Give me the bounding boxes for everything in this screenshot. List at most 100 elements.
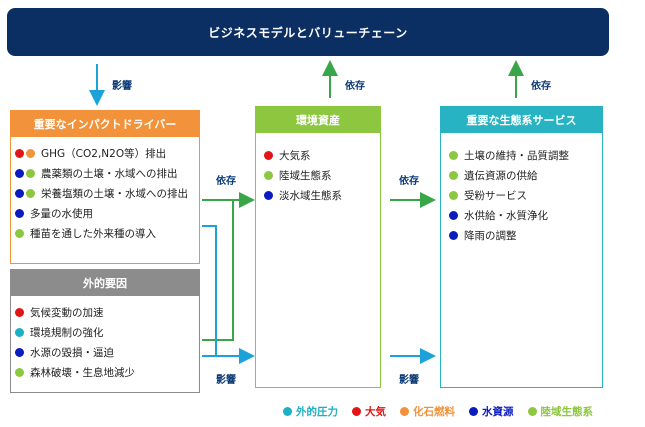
water-dot-icon xyxy=(264,190,273,200)
category-dots xyxy=(15,327,26,337)
list-item: 遺伝資源の供給 xyxy=(449,165,596,185)
water-dot-icon xyxy=(469,407,478,416)
category-dots xyxy=(449,230,460,240)
environmental-assets-list: 大気系陸域生態系淡水域生態系 xyxy=(256,133,380,205)
label-impact-bottom-right: 影響 xyxy=(399,375,419,386)
fossil-dot-icon xyxy=(400,407,409,416)
ecosystem-services-list: 土壌の維持・品質調整遺伝資源の供給受粉サービス水供給・水質浄化降雨の調整 xyxy=(441,133,602,245)
list-item: 種苗を通した外来種の導入 xyxy=(15,223,193,243)
item-label: 淡水域生態系 xyxy=(279,189,342,202)
list-item: 水供給・水質浄化 xyxy=(449,205,596,225)
water-dot-icon xyxy=(449,230,458,240)
list-item: 栄養塩類の土壌・水域への排出 xyxy=(15,183,193,203)
item-label: 遺伝資源の供給 xyxy=(464,169,538,182)
terrestrial-dot-icon xyxy=(15,228,24,238)
category-dots xyxy=(449,170,460,180)
category-dots xyxy=(15,168,37,178)
water-dot-icon xyxy=(15,168,24,178)
item-label: 陸域生態系 xyxy=(279,169,332,182)
item-label: 水源の毀損・逼迫 xyxy=(30,346,114,359)
label-depend-assets-services: 依存 xyxy=(399,176,419,187)
legend-item: 水資源 xyxy=(469,404,514,419)
list-item: 淡水域生態系 xyxy=(264,185,374,205)
legend-item: 外的圧力 xyxy=(283,404,338,419)
atmosphere-dot-icon xyxy=(15,148,24,158)
fossil-dot-icon xyxy=(26,148,35,158)
water-dot-icon xyxy=(15,208,24,218)
label-impact-top: 影響 xyxy=(112,81,132,92)
category-dots xyxy=(15,208,26,218)
environmental-assets-title: 環境資産 xyxy=(256,107,380,133)
water-dot-icon xyxy=(449,210,458,220)
item-label: 大気系 xyxy=(279,149,311,162)
label-depend-assets-up: 依存 xyxy=(345,81,365,92)
label-depend-drivers: 依存 xyxy=(216,176,236,187)
legend-label: 化石燃料 xyxy=(413,406,455,418)
list-item: 降雨の調整 xyxy=(449,225,596,245)
category-dots xyxy=(264,170,275,180)
terrestrial-dot-icon xyxy=(26,188,35,198)
atmosphere-dot-icon xyxy=(264,150,273,160)
arrow-drivers-impact xyxy=(202,225,217,357)
external-factors-box: 外的要因 気候変動の加速環境規制の強化水源の毀損・逼迫森林破壊・生息地減少 xyxy=(10,269,200,393)
category-dots xyxy=(264,190,275,200)
terrestrial-dot-icon xyxy=(527,407,537,416)
legend-item: 陸域生態系 xyxy=(527,404,594,419)
item-label: 気候変動の加速 xyxy=(30,306,104,319)
external-dot-icon xyxy=(283,407,292,416)
item-label: 栄養塩類の土壌・水域への排出 xyxy=(41,187,188,200)
list-item: 環境規制の強化 xyxy=(15,322,193,342)
terrestrial-dot-icon xyxy=(449,170,458,180)
list-item: 陸域生態系 xyxy=(264,165,374,185)
legend-label: 外的圧力 xyxy=(296,406,338,418)
item-label: 水供給・水質浄化 xyxy=(464,209,548,222)
list-item: 受粉サービス xyxy=(449,185,596,205)
water-dot-icon xyxy=(15,347,24,357)
external-factors-title: 外的要因 xyxy=(11,270,199,296)
ecosystem-services-title: 重要な生態系サービス xyxy=(441,107,602,133)
terrestrial-dot-icon xyxy=(26,168,35,178)
item-label: 土壌の維持・品質調整 xyxy=(464,149,569,162)
impact-drivers-box: 重要なインパクトドライバー GHG（CO2,N2O等）排出農薬類の土壌・水域への… xyxy=(10,110,200,264)
list-item: 気候変動の加速 xyxy=(15,302,193,322)
category-dots xyxy=(15,367,26,377)
legend-label: 陸域生態系 xyxy=(540,406,594,418)
category-dots xyxy=(15,148,37,158)
item-label: 農薬類の土壌・水域への排出 xyxy=(41,167,178,180)
list-item: 農薬類の土壌・水域への排出 xyxy=(15,163,193,183)
atmosphere-dot-icon xyxy=(352,407,361,416)
list-item: 多量の水使用 xyxy=(15,203,193,223)
external-dot-icon xyxy=(15,327,24,337)
business-model-banner: ビジネスモデルとバリューチェーン xyxy=(7,8,609,56)
category-dots xyxy=(449,210,460,220)
item-label: 森林破壊・生息地減少 xyxy=(30,366,135,379)
arrow-drivers-depend xyxy=(202,199,234,341)
list-item: 土壌の維持・品質調整 xyxy=(449,145,596,165)
list-item: 森林破壊・生息地減少 xyxy=(15,362,193,382)
label-impact-bottom: 影響 xyxy=(216,375,236,386)
atmosphere-dot-icon xyxy=(15,307,24,317)
terrestrial-dot-icon xyxy=(449,190,458,200)
item-label: 受粉サービス xyxy=(464,189,527,202)
water-dot-icon xyxy=(15,188,24,198)
category-dots xyxy=(264,150,275,160)
legend-label: 水資源 xyxy=(482,406,514,418)
terrestrial-dot-icon xyxy=(15,367,24,377)
category-dots xyxy=(15,307,26,317)
list-item: 大気系 xyxy=(264,145,374,165)
legend-item: 大気 xyxy=(352,404,386,419)
impact-drivers-list: GHG（CO2,N2O等）排出農薬類の土壌・水域への排出栄養塩類の土壌・水域への… xyxy=(11,137,199,243)
ecosystem-services-box: 重要な生態系サービス 土壌の維持・品質調整遺伝資源の供給受粉サービス水供給・水質… xyxy=(440,106,603,388)
category-dots xyxy=(15,228,26,238)
list-item: 水源の毀損・逼迫 xyxy=(15,342,193,362)
item-label: GHG（CO2,N2O等）排出 xyxy=(41,147,167,160)
label-depend-services-up: 依存 xyxy=(531,81,551,92)
legend-label: 大気 xyxy=(365,406,386,418)
terrestrial-dot-icon xyxy=(449,150,458,160)
legend-item: 化石燃料 xyxy=(400,404,455,419)
category-dots xyxy=(449,190,460,200)
category-dots xyxy=(15,188,37,198)
category-dots xyxy=(449,150,460,160)
external-factors-list: 気候変動の加速環境規制の強化水源の毀損・逼迫森林破壊・生息地減少 xyxy=(11,296,199,382)
list-item: GHG（CO2,N2O等）排出 xyxy=(15,143,193,163)
